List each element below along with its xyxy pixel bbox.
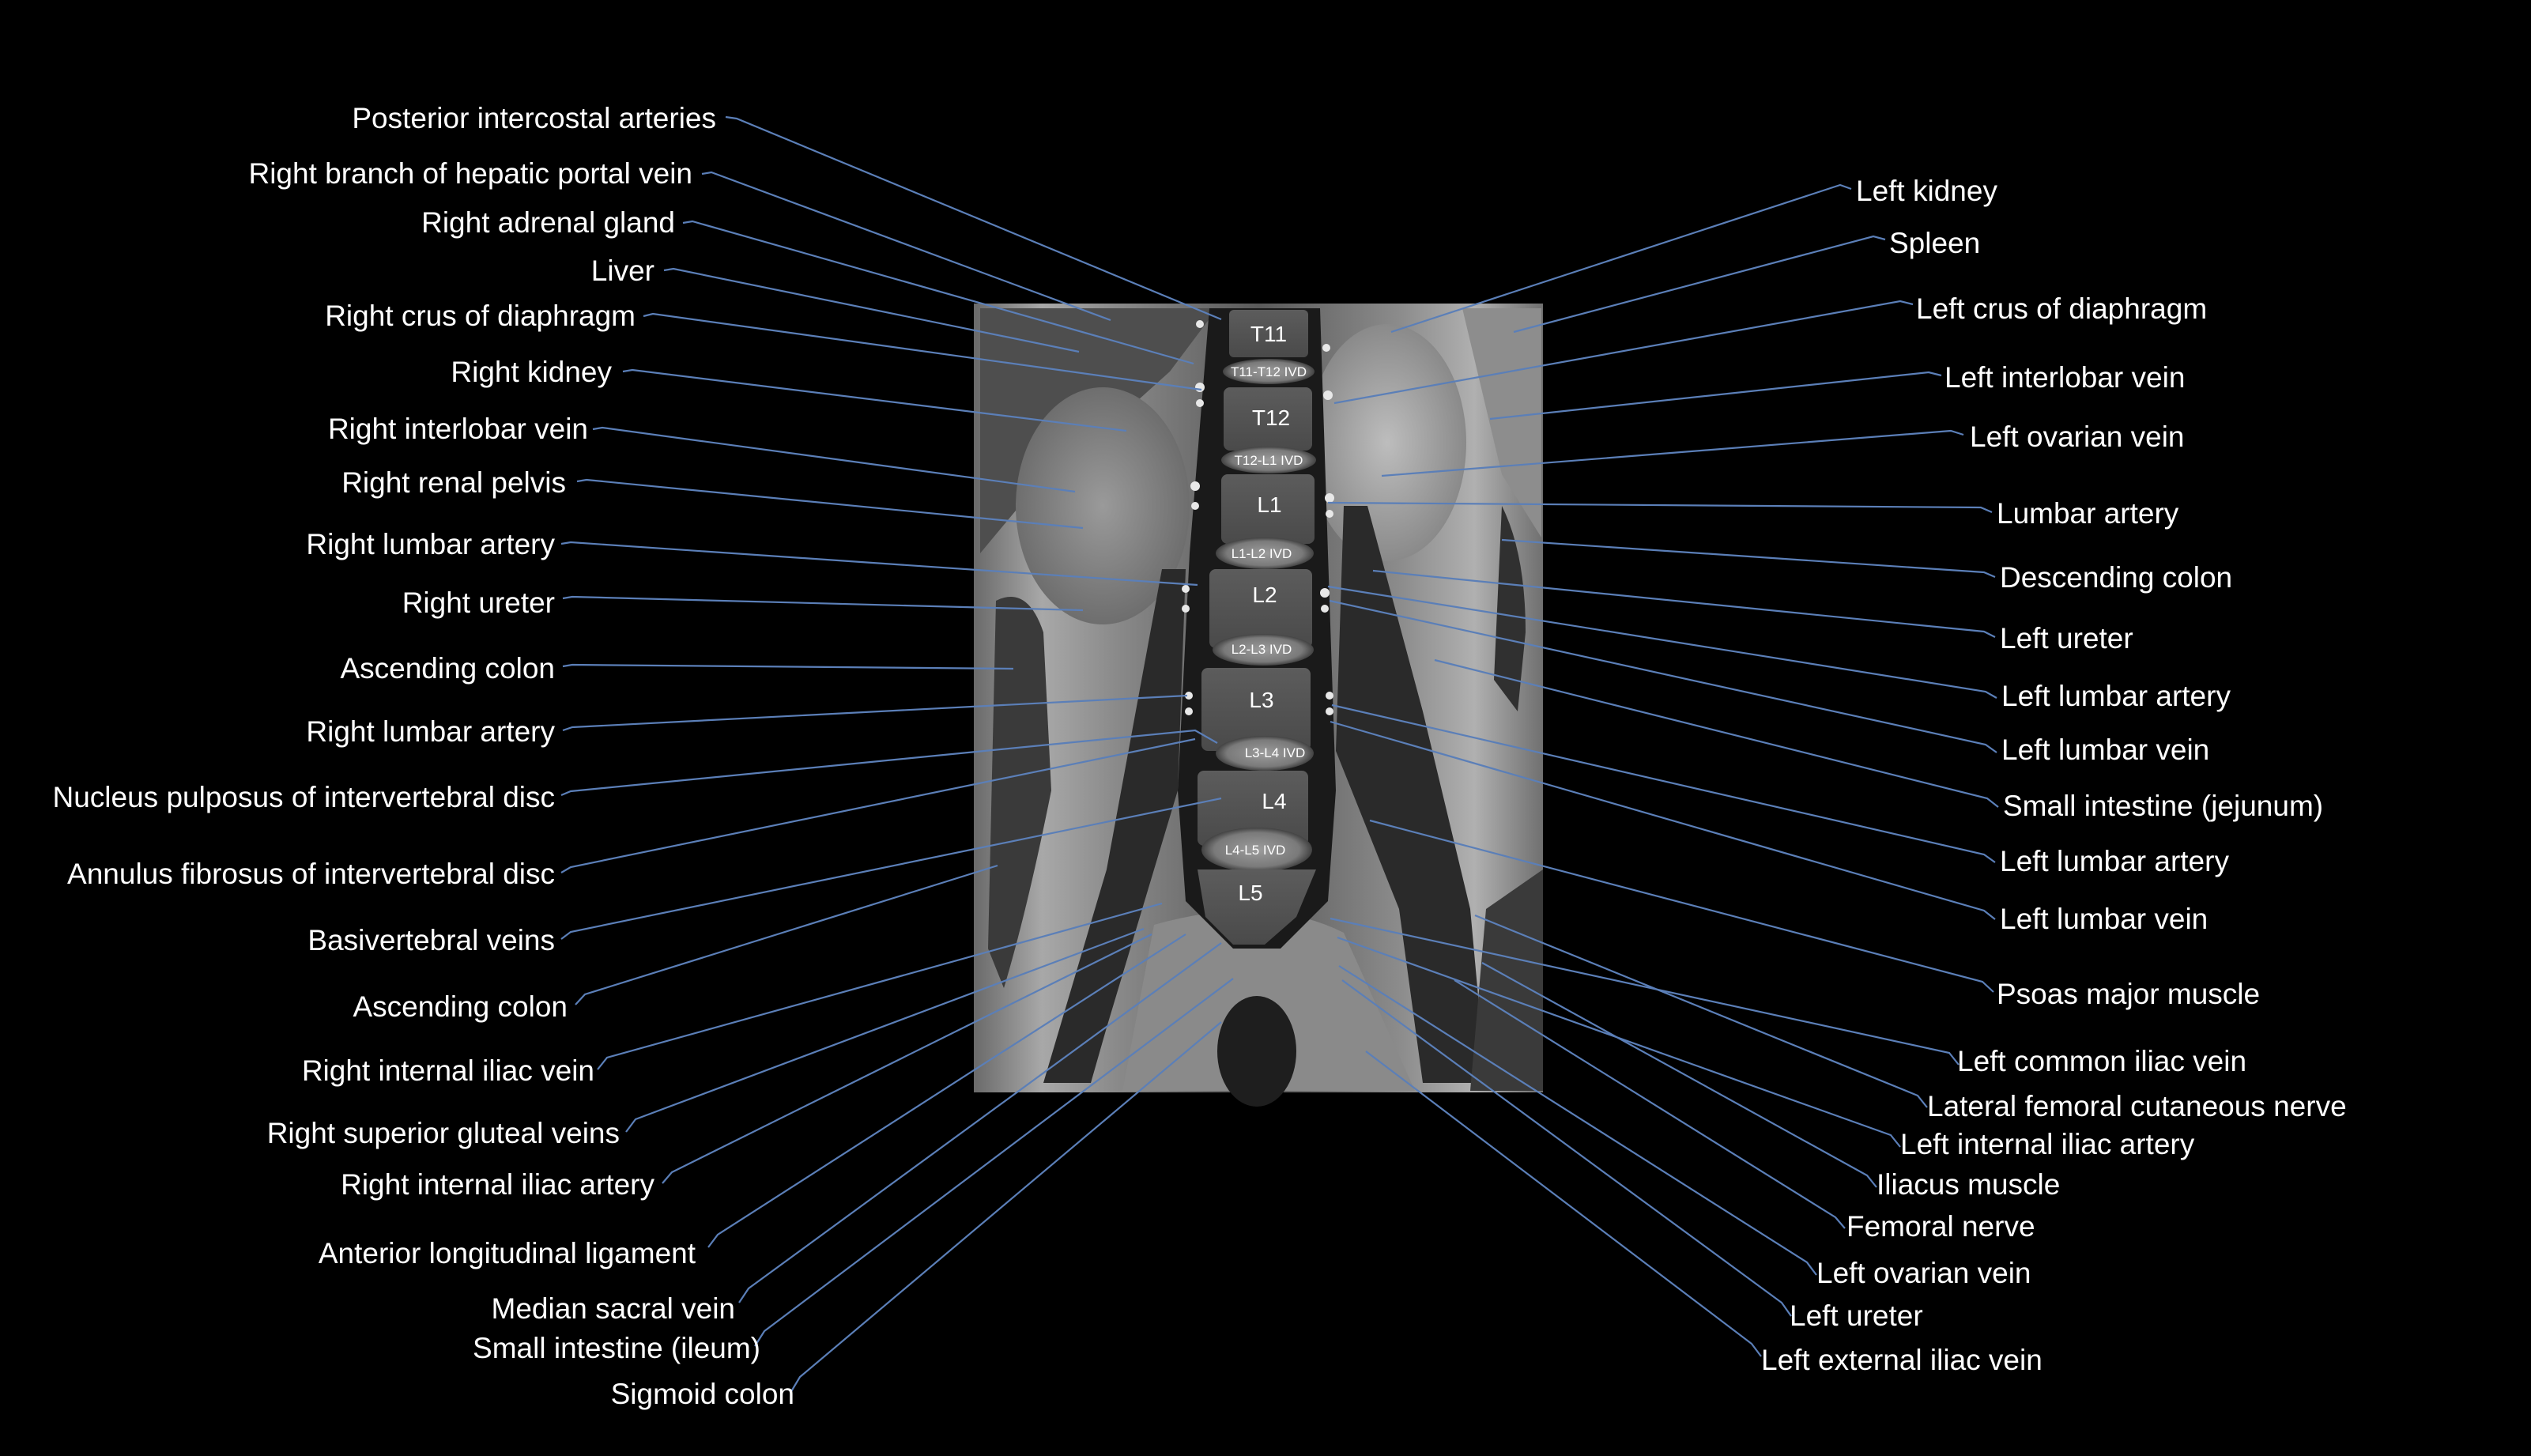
label-right-kidney: Right kidney (451, 356, 612, 388)
label-left-kidney: Left kidney (1856, 175, 1997, 207)
disc-l3-l4 (1216, 736, 1314, 771)
descending-colon-shape (1494, 506, 1526, 711)
label-right-crus-of-diaphragm: Right crus of diaphragm (325, 300, 636, 332)
label-right-adrenal-gland: Right adrenal gland (421, 206, 675, 239)
label-left-lumbar-artery-2: Left lumbar artery (2000, 845, 2229, 877)
vertebra-l2 (1209, 569, 1312, 648)
label-posterior-intercostal-arteries: Posterior intercostal arteries (352, 102, 716, 134)
label-left-lumbar-vein-1: Left lumbar vein (2001, 734, 2209, 766)
label-left-ovarian-vein-1: Left ovarian vein (1970, 421, 2185, 453)
vessel-dots (1182, 320, 1334, 715)
label-left-common-iliac-vein: Left common iliac vein (1957, 1045, 2246, 1077)
label-iliacus-muscle: Iliacus muscle (1877, 1168, 2060, 1201)
label-small-intestine-jejunum: Small intestine (jejunum) (2003, 790, 2323, 822)
label-psoas-major-muscle: Psoas major muscle (1997, 978, 2260, 1010)
vertebra-label-l2-l3: L2-L3 IVD (1232, 642, 1292, 657)
label-lateral-femoral-cutaneous-nerve: Lateral femoral cutaneous nerve (1927, 1090, 2347, 1122)
label-left-ureter-2: Left ureter (1790, 1299, 1923, 1332)
label-left-lumbar-artery-1: Left lumbar artery (2001, 680, 2231, 712)
vertebral-column (1182, 310, 1334, 945)
vertebra-label-l1: L1 (1257, 492, 1281, 517)
mri-image: T11 T11-T12 IVD T12 T12-L1 IVD L1 L1-L2 … (974, 304, 1543, 1107)
label-basivertebral-veins: Basivertebral veins (307, 924, 555, 956)
vertebra-t12 (1224, 387, 1312, 451)
disc-l1-l2 (1216, 538, 1314, 569)
label-ascending-colon-2: Ascending colon (353, 990, 568, 1023)
left-labels: Posterior intercostal arteries Right bra… (53, 102, 795, 1410)
label-left-ureter-1: Left ureter (2000, 622, 2133, 654)
vertebra-label-l4-l5: L4-L5 IVD (1225, 843, 1286, 858)
label-right-branch-hepatic-portal-vein: Right branch of hepatic portal vein (248, 157, 692, 190)
spleen-region (1462, 308, 1541, 538)
ascending-colon-shape (988, 597, 1051, 988)
vertebra-label-t12: T12 (1252, 405, 1290, 430)
label-right-lumbar-artery-2: Right lumbar artery (306, 715, 555, 748)
label-right-lumbar-artery-1: Right lumbar artery (306, 528, 555, 560)
vertebra-label-l1-l2: L1-L2 IVD (1232, 546, 1292, 561)
right-kidney-shape (1016, 387, 1190, 624)
vertebra-l1 (1221, 474, 1315, 544)
vertebra-label-l2: L2 (1252, 583, 1277, 607)
vertebra-l3 (1201, 668, 1311, 751)
right-leader-lines (1327, 183, 1999, 1357)
label-median-sacral-vein: Median sacral vein (492, 1292, 735, 1325)
disc-t11-t12 (1223, 359, 1315, 384)
label-left-internal-iliac-artery: Left internal iliac artery (1900, 1128, 2195, 1160)
label-small-intestine-ileum: Small intestine (ileum) (473, 1332, 760, 1364)
left-psoas-shape (1336, 506, 1486, 1083)
vertebra-l4 (1198, 771, 1308, 846)
label-right-renal-pelvis: Right renal pelvis (341, 466, 566, 499)
vertebra-t11 (1229, 310, 1308, 357)
label-anterior-longitudinal-ligament: Anterior longitudinal ligament (319, 1237, 696, 1269)
vertebra-label-l3-l4: L3-L4 IVD (1245, 745, 1306, 760)
label-left-interlobar-vein: Left interlobar vein (1944, 361, 2185, 394)
label-left-ovarian-vein-2: Left ovarian vein (1816, 1257, 2031, 1289)
disc-t12-l1 (1221, 447, 1316, 473)
iliacus-shape (1470, 869, 1543, 1091)
label-right-superior-gluteal-veins: Right superior gluteal veins (267, 1117, 620, 1149)
disc-l4-l5 (1201, 828, 1312, 872)
label-left-external-iliac-vein: Left external iliac vein (1761, 1344, 2043, 1376)
vertebra-label-t11-t12: T11-T12 IVD (1231, 364, 1307, 379)
disc-l2-l3 (1213, 634, 1314, 666)
left-leader-lines (560, 115, 1234, 1394)
vertebra-l5 (1198, 869, 1316, 945)
vertebra-label-l5: L5 (1238, 881, 1262, 905)
vertebra-label-l4: L4 (1262, 789, 1286, 813)
label-descending-colon: Descending colon (2000, 561, 2232, 594)
vertebra-label-t12-l1: T12-L1 IVD (1235, 453, 1303, 468)
vertebra-label-l3: L3 (1249, 688, 1273, 712)
right-labels: Left kidney Spleen Left crus of diaphrag… (1761, 175, 2347, 1376)
label-spleen: Spleen (1889, 227, 1980, 259)
label-left-lumbar-vein-2: Left lumbar vein (2000, 903, 2208, 935)
label-annulus-fibrosus: Annulus fibrosus of intervertebral disc (67, 858, 555, 890)
label-right-ureter: Right ureter (402, 587, 555, 619)
sigmoid-colon-shape (1217, 996, 1296, 1107)
label-nucleus-pulposus: Nucleus pulposus of intervertebral disc (53, 781, 556, 813)
vertebra-label-t11: T11 (1250, 322, 1287, 346)
label-left-crus-of-diaphragm: Left crus of diaphragm (1916, 292, 2207, 325)
label-femoral-nerve: Femoral nerve (1846, 1210, 2035, 1243)
label-sigmoid-colon: Sigmoid colon (611, 1378, 794, 1410)
label-liver: Liver (591, 255, 654, 287)
label-lumbar-artery: Lumbar artery (1997, 497, 2179, 530)
label-right-internal-iliac-vein: Right internal iliac vein (302, 1054, 594, 1087)
label-right-internal-iliac-artery: Right internal iliac artery (341, 1168, 654, 1201)
label-right-interlobar-vein: Right interlobar vein (328, 413, 588, 445)
label-ascending-colon-1: Ascending colon (340, 652, 555, 685)
left-kidney-shape (1308, 324, 1466, 561)
